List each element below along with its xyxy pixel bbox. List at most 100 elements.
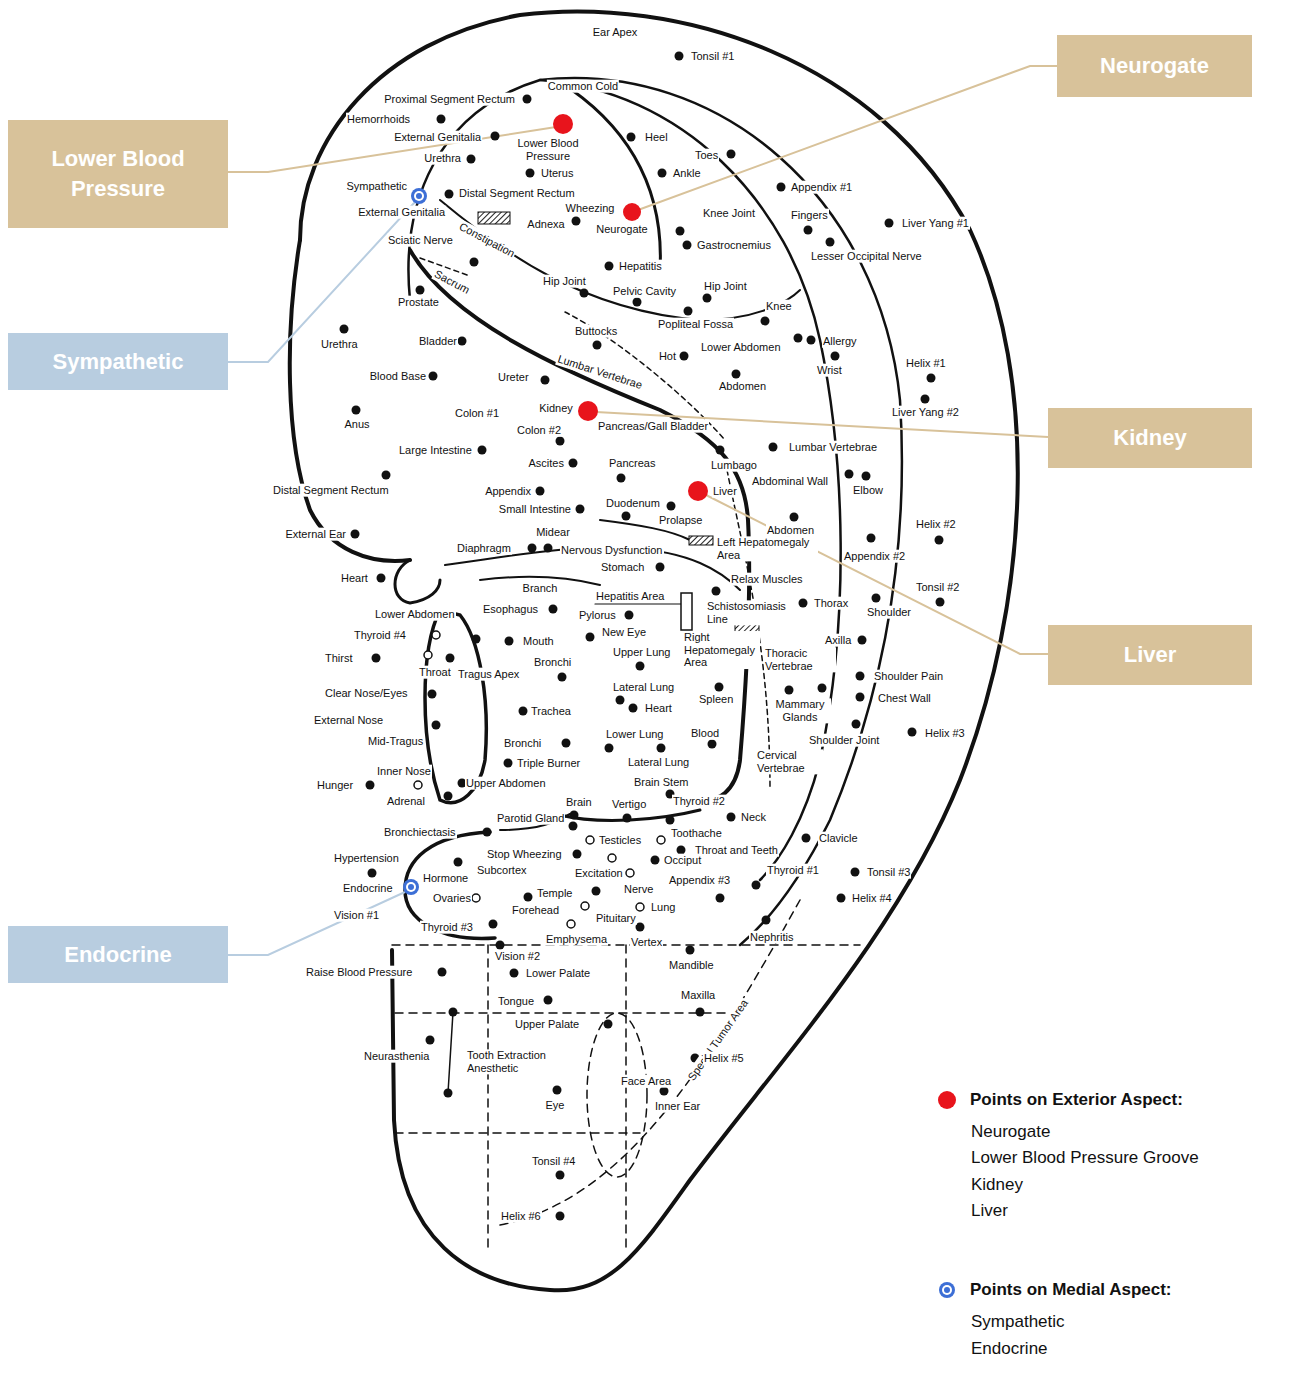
legend-ring xyxy=(939,1282,955,1298)
point-label: Colon #2 xyxy=(516,424,562,437)
point-dot xyxy=(586,633,595,642)
point-label: Testicles xyxy=(598,834,642,847)
point-dot xyxy=(604,1020,613,1029)
point-label: Brain Stem xyxy=(633,776,689,789)
point-dot xyxy=(927,374,936,383)
point-label: Sympathetic xyxy=(970,1312,1066,1332)
point-label: Relax Muscles xyxy=(730,573,804,586)
point-label: Maxilla xyxy=(680,989,716,1002)
point-dot xyxy=(807,336,816,345)
point-label: Helix #3 xyxy=(924,727,966,740)
point-label: External Genitalia xyxy=(393,131,482,144)
point-dot xyxy=(416,286,425,295)
point-label: Upper Palate xyxy=(514,1018,580,1031)
point-label: Subcortex xyxy=(476,864,528,877)
point-label: Thoracic Vertebrae xyxy=(764,647,836,672)
point-dot xyxy=(569,822,578,831)
callout-box: Lower Blood Pressure xyxy=(8,120,228,228)
point-dot xyxy=(837,894,846,903)
point-label: Raise Blood Pressure xyxy=(305,966,413,979)
point-label: Pelvic Cavity xyxy=(612,285,677,298)
point-label: External Nose xyxy=(313,714,384,727)
point-label: Hunger xyxy=(316,779,354,792)
point-label: Pituitary xyxy=(595,912,637,925)
point-dot xyxy=(703,294,712,303)
point-dot xyxy=(580,289,589,298)
medial-point xyxy=(567,920,575,928)
callout-text: Neurogate xyxy=(1100,51,1209,81)
point-label: Uterus xyxy=(540,167,574,180)
point-label: Lower Blood Pressure Groove xyxy=(970,1148,1200,1168)
point-label: Appendix #1 xyxy=(790,181,853,194)
point-label: Heel xyxy=(644,131,669,144)
point-dot xyxy=(752,881,761,890)
point-label: Helix #1 xyxy=(905,357,947,370)
point-label: Hormone xyxy=(422,872,469,885)
point-dot xyxy=(708,740,717,749)
point-label: Ankle xyxy=(672,167,702,180)
point-label: Urethra xyxy=(320,338,359,351)
point-dot xyxy=(444,792,453,801)
point-dot xyxy=(777,183,786,192)
point-dot xyxy=(872,594,881,603)
point-label: Thyroid #2 xyxy=(672,795,726,808)
point-label: Ureter xyxy=(497,371,530,384)
point-label: Lumbago xyxy=(710,459,758,472)
point-label: Pancreas xyxy=(608,457,656,470)
point-label: Tooth Extraction Anesthetic xyxy=(466,1049,563,1074)
point-label: Ascites xyxy=(528,457,565,470)
point-label: Branch xyxy=(522,582,559,595)
point-dot xyxy=(921,395,930,404)
point-dot xyxy=(856,693,865,702)
point-label: Stop Wheezing xyxy=(486,848,563,861)
point-dot xyxy=(432,721,441,730)
point-dot xyxy=(715,683,724,692)
point-dot xyxy=(372,654,381,663)
point-label: Throat xyxy=(418,666,452,679)
medial-point xyxy=(608,854,616,862)
point-dot xyxy=(556,1171,565,1180)
point-label: Mouth xyxy=(522,635,555,648)
point-label: Upper Lung xyxy=(612,646,672,659)
point-label: Prolapse xyxy=(658,514,703,527)
point-label: Mid-Tragus xyxy=(367,735,424,748)
point-label: Neurogate xyxy=(970,1122,1051,1142)
point-label: Colon #1 xyxy=(454,407,500,420)
point-label: Lesser Occipital Nerve xyxy=(810,250,923,263)
point-dot xyxy=(605,262,614,271)
point-label: Knee xyxy=(765,300,793,313)
legend-swatch xyxy=(936,1089,958,1111)
point-label: Proximal Segment Rectum xyxy=(383,93,516,106)
point-label: Cervical Vertebrae xyxy=(756,749,823,774)
point-dot xyxy=(377,574,386,583)
point-label: Bladder xyxy=(418,335,458,348)
point-label: Kidney xyxy=(970,1175,1024,1195)
point-dot xyxy=(657,744,666,753)
point-dot xyxy=(570,811,579,820)
point-label: Lateral Lung xyxy=(627,756,690,769)
point-dot xyxy=(526,169,535,178)
point-label: Gastrocnemius xyxy=(696,239,772,252)
point-label: Vertigo xyxy=(611,798,647,811)
point-label: Shoulder Pain xyxy=(873,670,944,683)
point-dot xyxy=(445,190,454,199)
point-dot xyxy=(623,814,632,823)
point-label: Axilla xyxy=(824,634,852,647)
point-dot xyxy=(340,325,349,334)
point-dot xyxy=(862,472,871,481)
point-dot xyxy=(496,941,505,950)
point-label: Buttocks xyxy=(574,325,618,338)
point-dot xyxy=(368,869,377,878)
point-dot xyxy=(505,637,514,646)
point-label: Small Intestine xyxy=(498,503,572,516)
point-label: Blood Base xyxy=(369,370,427,383)
point-label: Brain xyxy=(565,796,593,809)
point-dot xyxy=(936,598,945,607)
point-dot xyxy=(716,446,725,455)
point-dot xyxy=(593,341,602,350)
point-dot xyxy=(826,238,835,247)
point-label: Stomach xyxy=(600,561,645,574)
point-label: Thyroid #3 xyxy=(420,921,474,934)
point-label: Throat and Teeth xyxy=(694,844,779,857)
point-dot xyxy=(794,334,803,343)
